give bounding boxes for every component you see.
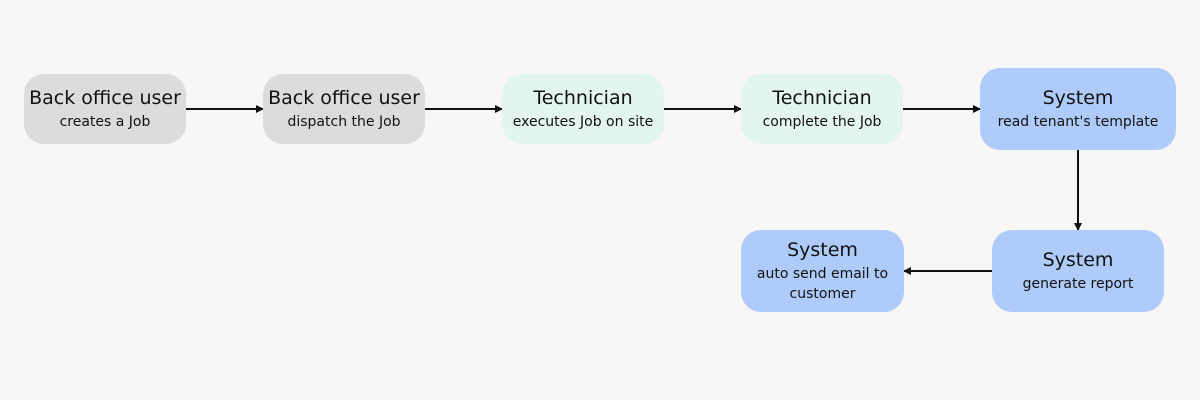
node-title: Technician <box>533 87 633 109</box>
node-title: System <box>1042 249 1114 271</box>
node-back-office-create-job: Back office user creates a Job <box>24 74 186 144</box>
node-back-office-dispatch-job: Back office user dispatch the Job <box>263 74 425 144</box>
node-system-send-email: System auto send email to customer <box>741 230 904 312</box>
node-subtitle: auto send email to customer <box>756 266 889 302</box>
node-technician-complete-job: Technician complete the Job <box>741 74 903 144</box>
node-technician-execute-job: Technician executes Job on site <box>502 74 664 144</box>
node-title: System <box>1042 87 1114 109</box>
node-system-read-template: System read tenant's template <box>980 68 1176 150</box>
node-subtitle: read tenant's template <box>997 114 1159 130</box>
node-title: System <box>787 239 858 261</box>
node-subtitle: dispatch the Job <box>287 114 401 130</box>
node-subtitle: generate report <box>1022 276 1134 292</box>
node-title: Back office user <box>29 87 181 109</box>
node-system-generate-report: System generate report <box>992 230 1164 312</box>
node-subtitle: complete the Job <box>762 114 882 130</box>
node-title: Technician <box>772 87 872 109</box>
node-subtitle: creates a Job <box>59 114 151 130</box>
node-title: Back office user <box>268 87 420 109</box>
node-subtitle: executes Job on site <box>512 114 654 130</box>
